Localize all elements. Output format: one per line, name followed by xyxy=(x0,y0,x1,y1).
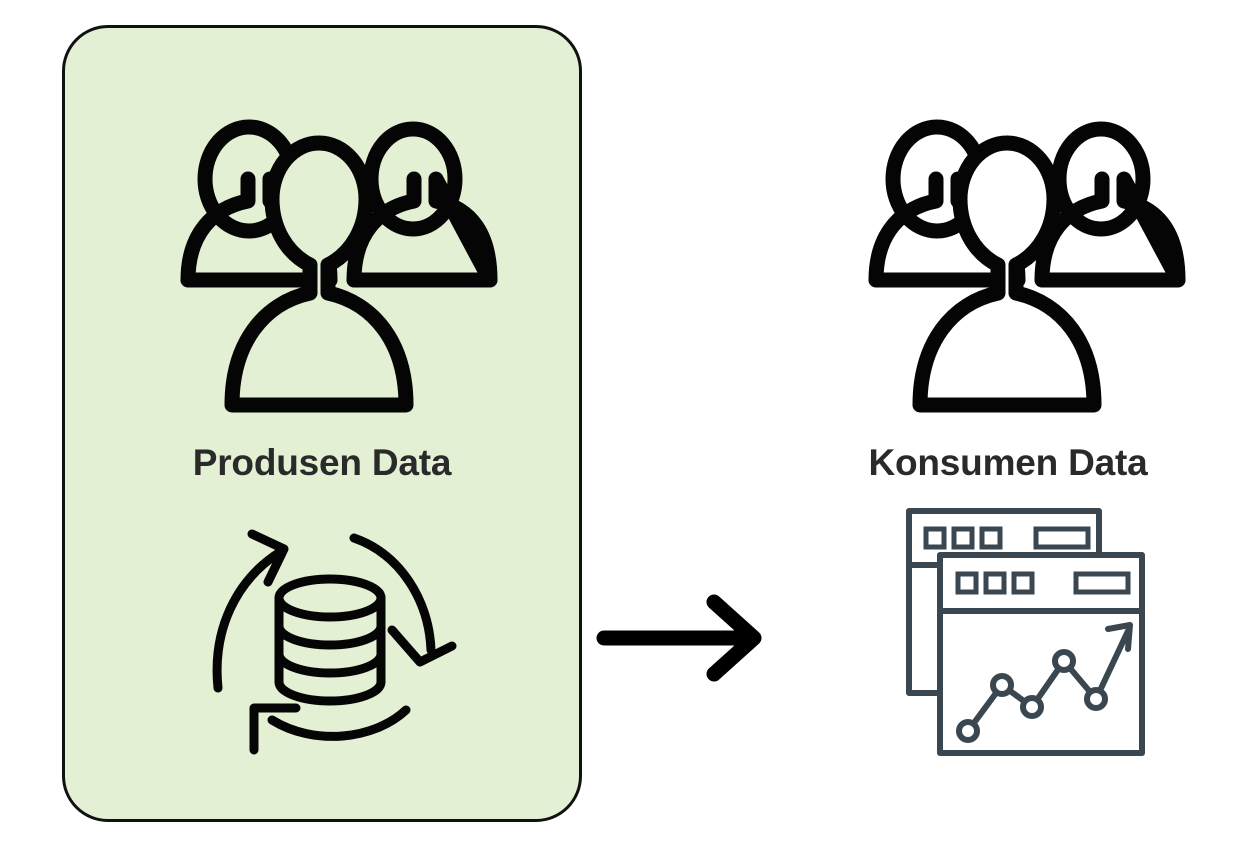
consumer-people-group-icon xyxy=(828,75,1188,430)
consumer-label: Konsumen Data xyxy=(868,442,1148,483)
dashboard-windows-chart-icon xyxy=(896,503,1154,765)
producer-label: Produsen Data xyxy=(192,442,452,483)
producer-people-group-icon xyxy=(140,75,500,430)
front-window-buttons xyxy=(955,571,1131,595)
line-chart-markers xyxy=(956,649,1108,743)
database-refresh-icon xyxy=(196,512,464,758)
flow-right-arrow-icon xyxy=(596,592,772,684)
back-window-buttons xyxy=(923,526,1091,550)
